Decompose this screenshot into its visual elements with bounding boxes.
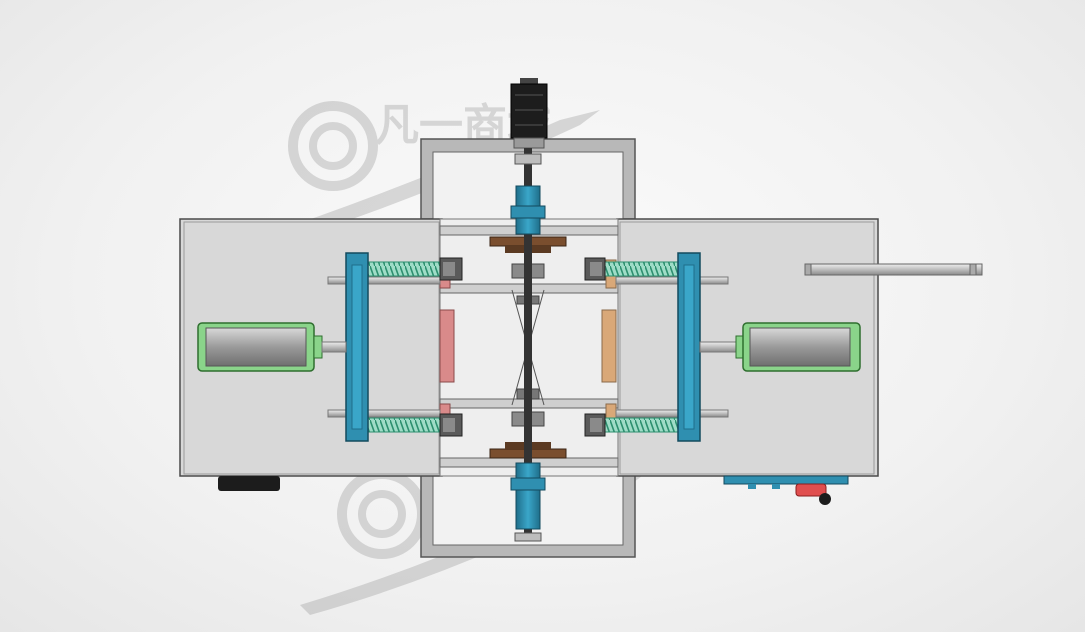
right-springs xyxy=(603,261,681,433)
right-output-rod xyxy=(804,263,983,276)
left-motor xyxy=(197,322,347,372)
left-spring-caps xyxy=(439,257,463,437)
bearing-icon xyxy=(337,469,427,559)
right-control-box xyxy=(723,475,849,505)
left-base-foot xyxy=(218,476,280,491)
bottom-slider xyxy=(510,462,546,530)
left-slider-bar xyxy=(345,252,369,442)
stepper-motor xyxy=(510,78,548,149)
right-spring-caps xyxy=(584,257,606,437)
right-motor xyxy=(699,322,861,372)
right-guide-rods xyxy=(615,276,729,418)
top-slider xyxy=(510,185,546,235)
bearing-icon xyxy=(288,101,378,191)
lead-screw xyxy=(514,148,542,542)
right-slider-bar xyxy=(677,252,701,442)
